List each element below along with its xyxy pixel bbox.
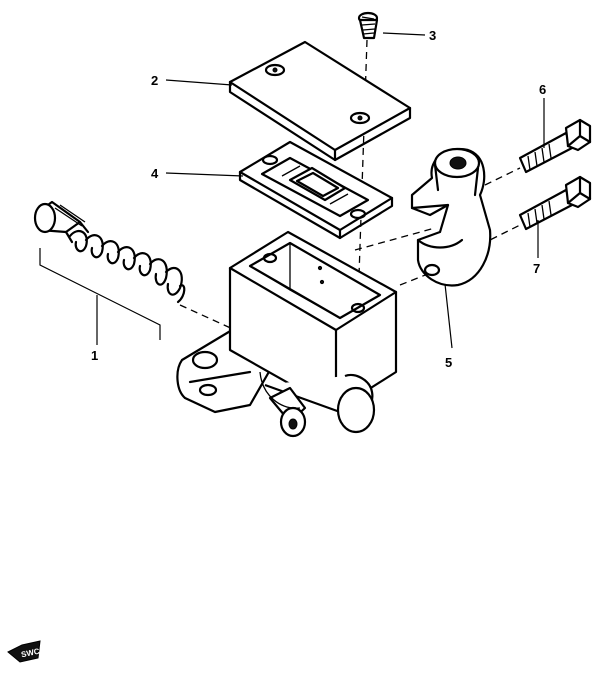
callout-2: 2 [151, 73, 158, 88]
master-cylinder-body [176, 230, 398, 438]
part-3-screw [357, 11, 379, 40]
part-7-lower-bolt [518, 175, 592, 231]
part-5-clamp [410, 147, 492, 287]
part-1-bracket [39, 248, 161, 345]
swc-logo: SWC [7, 640, 41, 663]
swc-logo-text: SWC [20, 647, 40, 660]
callout-1: 1 [91, 348, 98, 363]
callout-labels: 1 2 3 4 5 6 7 [91, 28, 546, 370]
leader-lines [165, 32, 545, 349]
part-2-reservoir-cap [228, 40, 412, 162]
part-6-upper-bolt [518, 118, 592, 174]
callout-5: 5 [445, 355, 452, 370]
callout-6: 6 [539, 82, 546, 97]
callout-7: 7 [533, 261, 540, 276]
part-4-diaphragm [238, 140, 394, 240]
callout-4: 4 [151, 166, 159, 181]
assembly-centerlines [179, 39, 521, 331]
callout-3: 3 [429, 28, 436, 43]
part-1-piston-spring [33, 200, 186, 304]
